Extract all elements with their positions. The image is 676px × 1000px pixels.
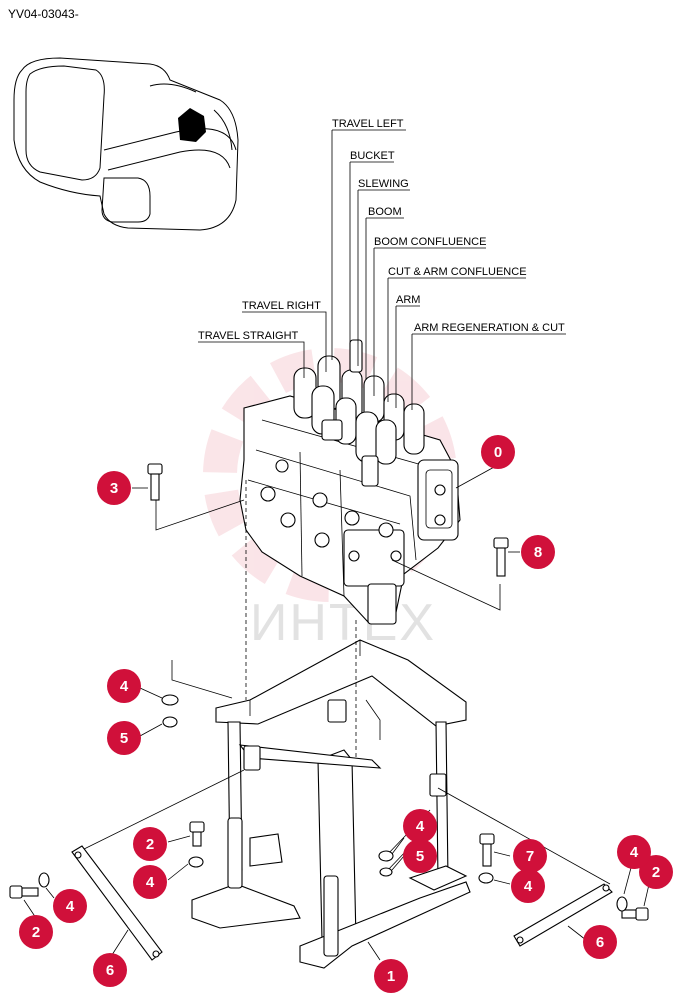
callout-8[interactable]: 8 [521,535,555,569]
callout-4-center-number: 4 [416,818,425,835]
bolt-part-2-left [9,885,39,899]
callout-4-mid[interactable]: 4 [133,865,167,899]
callout-6-right[interactable]: 6 [583,925,617,959]
callout-connectors [23,465,651,961]
label-slewing: SLEWING [358,178,409,190]
callout-4-left-number: 4 [66,898,75,915]
callout-4-far-right-number: 4 [630,844,639,861]
callout-7-number: 7 [526,848,534,865]
washer-part-4-top [161,694,179,706]
label-travel-left: TRAVEL LEFT [332,118,404,130]
callout-1[interactable]: 1 [374,959,408,993]
callout-2-mid-number: 2 [146,836,154,853]
callout-4-far-right[interactable]: 4 [617,835,651,869]
callout-4-top-number: 4 [120,678,129,695]
callout-6-left-number: 6 [106,962,114,979]
label-boom: BOOM [368,206,402,218]
washer-part-4-lower-right [478,872,494,884]
bolt-part-3 [147,463,163,501]
bolt-part-2-mid [189,821,205,847]
washer-part-4-mid [188,856,204,868]
callout-4-lower-right[interactable]: 4 [511,869,545,903]
callout-2-left[interactable]: 2 [19,915,53,949]
callout-5-center[interactable]: 5 [403,839,437,873]
callout-4-lower-right-number: 4 [524,878,533,895]
bolt-part-2-right [621,907,649,921]
washer-part-4-far-right [616,896,628,912]
callout-4-center[interactable]: 4 [403,809,437,843]
control-valve-assembly [239,339,461,625]
callout-2-right-number: 2 [652,864,660,881]
bolt-part-7 [479,833,495,867]
spool-caps [293,339,425,487]
bolt-part-8 [493,537,509,577]
label-leaders [198,129,566,410]
washer-part-4-left [38,872,50,888]
machine-locator-sketch [13,57,239,231]
label-cut-arm-confluence: CUT & ARM CONFLUENCE [388,266,527,278]
callout-2-left-number: 2 [32,924,40,941]
label-travel-right: TRAVEL RIGHT [242,300,321,312]
mounting-frame [191,639,471,969]
callout-1-number: 1 [387,968,395,985]
callout-4-mid-number: 4 [146,874,155,891]
callout-5-top[interactable]: 5 [107,721,141,755]
callout-0[interactable]: 0 [481,435,515,469]
label-arm: ARM [396,294,420,306]
callout-5-top-number: 5 [120,730,128,747]
callout-6-right-number: 6 [596,934,604,951]
washer-part-4-right [378,850,394,862]
stay-bar-left [71,845,163,961]
callout-8-number: 8 [534,544,542,561]
callout-6-left[interactable]: 6 [93,953,127,987]
callout-3[interactable]: 3 [97,471,131,505]
label-boom-confluence: BOOM CONFLUENCE [374,236,486,248]
callout-7[interactable]: 7 [513,839,547,873]
callout-4-top[interactable]: 4 [107,669,141,703]
valve-location-marker [178,108,206,142]
callout-3-number: 3 [110,480,118,497]
label-bucket: BUCKET [350,150,395,162]
callout-0-number: 0 [494,444,502,461]
callout-2-mid[interactable]: 2 [133,827,167,861]
label-travel-straight: TRAVEL STRAIGHT [198,330,299,342]
stay-bar-right [513,883,613,947]
watermark-text: ИНТЕХ [250,594,436,652]
callout-2-right[interactable]: 2 [639,855,673,889]
callout-4-left[interactable]: 4 [53,889,87,923]
nut-part-5-top [162,716,178,728]
document-code: YV04-03043- [8,7,79,21]
callout-5-center-number: 5 [416,848,424,865]
label-arm-regeneration-cut: ARM REGENERATION & CUT [414,322,565,334]
nut-part-5-right [379,867,393,877]
